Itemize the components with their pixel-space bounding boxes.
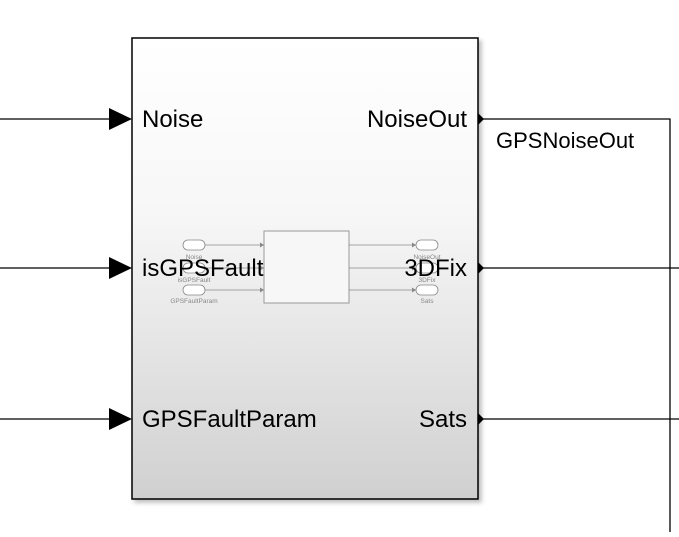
output-port-label-3dfix: 3DFix xyxy=(404,255,467,282)
preview-inport-noise xyxy=(182,239,206,251)
preview-inport-label: isGPSFault xyxy=(178,277,211,284)
preview-arrow xyxy=(260,242,264,248)
preview-outport-noiseout xyxy=(415,239,439,251)
preview-outport-3dfix xyxy=(415,262,439,274)
output-port-label-sats: Sats xyxy=(419,406,467,433)
preview-arrow xyxy=(412,287,416,293)
input-port-label-isgpsfault: isGPSFault xyxy=(142,255,264,282)
preview-arrow xyxy=(260,287,264,293)
output-port-arrow-noiseout[interactable] xyxy=(478,113,484,125)
preview-arrow xyxy=(412,242,416,248)
input-port-arrow-gpsfaultparam[interactable] xyxy=(109,408,132,430)
input-port-arrow-isgpsfault[interactable] xyxy=(109,257,132,279)
preview-inport-label: GPSFaultParam xyxy=(170,298,217,305)
preview-arrow xyxy=(260,265,264,271)
preview-inport-gpsfaultparam xyxy=(182,284,206,296)
preview-outport-label: 3DFix xyxy=(419,277,437,284)
signal-label-gpsnoiseout[interactable]: GPSNoiseOut xyxy=(496,128,634,153)
subsystem-preview: Noise isGPSFault GPSFaultParam NoiseOut … xyxy=(170,230,441,305)
preview-outport-sats xyxy=(415,284,439,296)
preview-outport-label: Sats xyxy=(420,298,434,305)
output-port-label-noiseout: NoiseOut xyxy=(367,106,467,133)
output-port-arrow-3dfix[interactable] xyxy=(478,262,484,274)
preview-inner-block xyxy=(263,230,350,304)
output-line-noiseout[interactable] xyxy=(478,118,671,532)
input-port-label-noise: Noise xyxy=(142,106,203,133)
preview-arrow xyxy=(412,265,416,271)
input-port-label-gpsfaultparam: GPSFaultParam xyxy=(142,406,317,433)
preview-outport-label: NoiseOut xyxy=(413,254,440,261)
output-port-arrow-sats[interactable] xyxy=(478,413,484,425)
input-port-arrow-noise[interactable] xyxy=(109,108,132,130)
preview-inport-label: Noise xyxy=(186,254,203,261)
